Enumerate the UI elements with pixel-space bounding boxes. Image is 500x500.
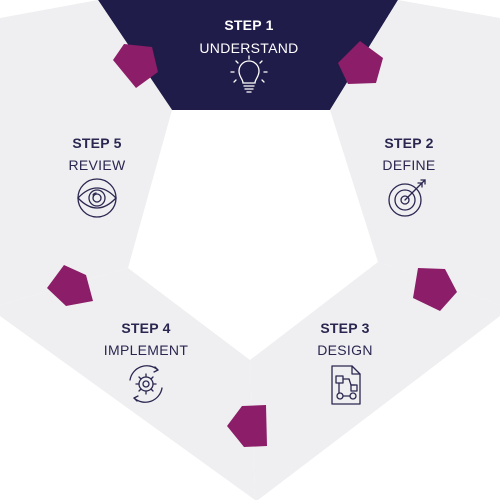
step-1-title: STEP 1 xyxy=(224,17,273,33)
step-3-title: STEP 3 xyxy=(320,320,369,336)
target-icon xyxy=(388,179,426,217)
connector-5-to-1 xyxy=(113,44,158,88)
connector-3-to-4 xyxy=(227,405,267,447)
lightbulb-icon xyxy=(230,55,268,93)
step-1-panel xyxy=(98,0,398,110)
step-5-label: REVIEW xyxy=(68,157,126,173)
step-4-label: IMPLEMENT xyxy=(104,342,189,358)
connector-2-to-3 xyxy=(413,268,457,311)
step-4-title: STEP 4 xyxy=(121,320,170,336)
connector-4-to-5 xyxy=(47,265,93,306)
step-2-title: STEP 2 xyxy=(384,135,433,151)
step-3-panel xyxy=(250,262,500,500)
eye-icon xyxy=(77,178,117,218)
gear-cycle-icon xyxy=(129,365,163,403)
document-flow-icon xyxy=(331,365,361,405)
step-5-title: STEP 5 xyxy=(72,135,121,151)
step-1-label: UNDERSTAND xyxy=(199,40,298,56)
step-2-label: DEFINE xyxy=(382,157,435,173)
step-3-label: DESIGN xyxy=(317,342,372,358)
step-4-panel xyxy=(0,268,255,500)
connector-1-to-2 xyxy=(338,41,383,84)
